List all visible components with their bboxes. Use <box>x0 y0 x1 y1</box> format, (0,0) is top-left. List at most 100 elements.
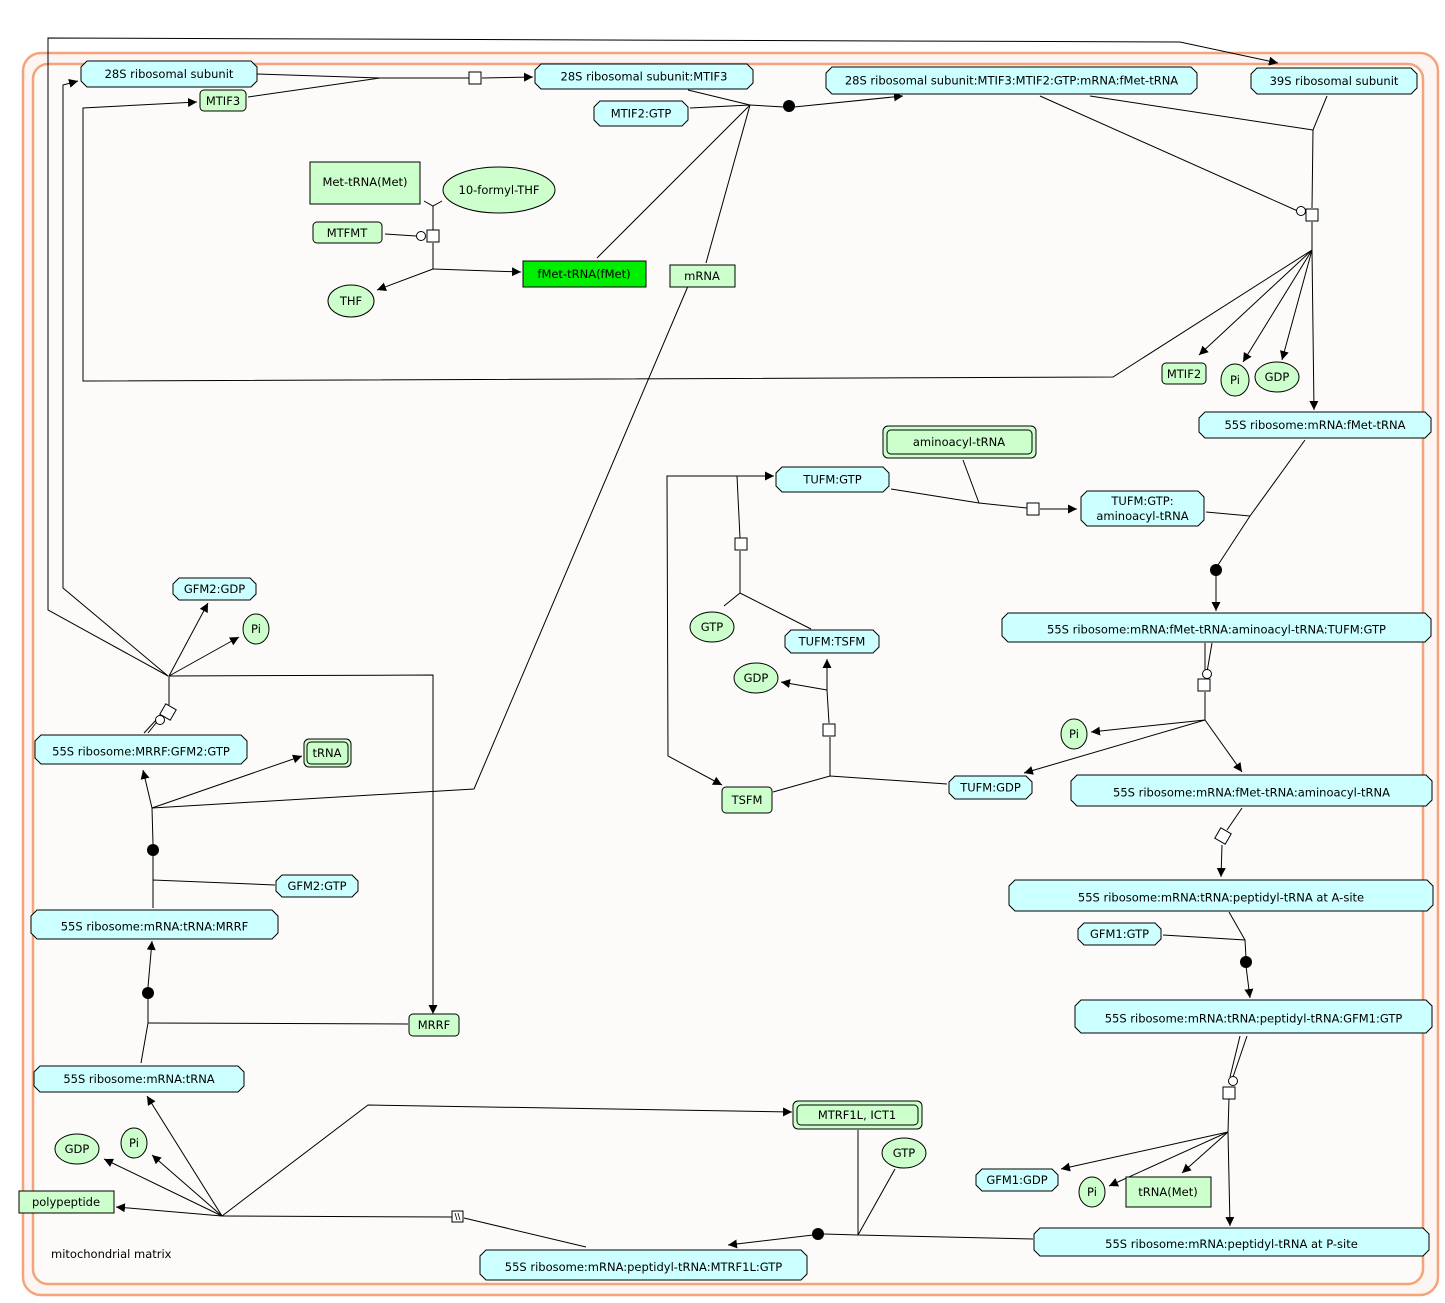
smallmol-gdp[interactable]: GDP <box>733 662 779 694</box>
edge <box>1205 511 1251 517</box>
edge <box>1228 911 1246 941</box>
complex-55s-gfm1-gtp[interactable]: 55S ribosome:mRNA:tRNA:peptidyl-tRNA:GFM… <box>1074 999 1433 1034</box>
rna-fmet-trna[interactable]: fMet-tRNA(fMet) <box>522 260 647 288</box>
edge <box>432 267 522 277</box>
edge <box>151 1154 223 1217</box>
complex-55s-trna-mrrf[interactable]: 55S ribosome:mRNA:tRNA:MRRF <box>30 909 279 940</box>
set-trna[interactable]: tRNA <box>303 738 352 768</box>
complex-55s-aa-tufm-gtp[interactable]: 55S ribosome:mRNA:fMet-tRNA:aminoacyl-tR… <box>1001 612 1432 643</box>
node-label: GFM2:GDP <box>184 582 245 596</box>
reaction-node[interactable] <box>426 229 440 243</box>
complex-55s-mrrf-gfm2-gtp[interactable]: 55S ribosome:MRRF:GFM2:GTP <box>34 734 248 765</box>
edge <box>780 679 828 691</box>
complex-tufm-gdp[interactable]: TUFM:GDP <box>948 775 1033 800</box>
node-label: 55S ribosome:mRNA:tRNA:MRRF <box>61 920 249 934</box>
protein-tsfm[interactable]: TSFM <box>721 786 773 814</box>
smallmol-pi[interactable]: Pi <box>242 613 270 645</box>
reaction-node[interactable] <box>1305 208 1319 222</box>
reaction-node[interactable] <box>734 537 748 551</box>
complex-tufm-gtp-aa-trna[interactable]: TUFM:GTP:aminoacyl-tRNA <box>1080 490 1205 527</box>
protein-mtif2[interactable]: MTIF2 <box>1161 362 1207 385</box>
rna-mrna[interactable]: mRNA <box>669 264 736 288</box>
entity-nodes: 28S ribosomal subunit 28S ribosomal subun… <box>18 60 1434 1281</box>
reaction-node[interactable] <box>1026 502 1040 516</box>
binding-node[interactable] <box>142 987 154 999</box>
omitted-process-node[interactable] <box>451 1210 464 1223</box>
complex-28s-subunit[interactable]: 28S ribosomal subunit <box>80 60 258 88</box>
edge <box>1089 95 1314 131</box>
binding-node[interactable] <box>1210 564 1222 576</box>
rna-trna-met[interactable]: tRNA(Met) <box>1125 1176 1212 1208</box>
reaction-node[interactable] <box>1197 678 1211 692</box>
complex-55s-mtrf1l-gtp[interactable]: 55S ribosome:mRNA:peptidyl-tRNA:MTRF1L:G… <box>479 1249 808 1281</box>
complex-55s-trna[interactable]: 55S ribosome:mRNA:tRNA <box>33 1065 245 1093</box>
node-label: 55S ribosome:mRNA:fMet-tRNA <box>1224 418 1405 432</box>
edge <box>823 1233 859 1236</box>
smallmol-pi[interactable]: Pi <box>1078 1176 1106 1208</box>
omitted-process-glyph <box>454 1212 461 1221</box>
complex-55s-p-site[interactable]: 55S ribosome:mRNA:peptidyl-tRNA at P-sit… <box>1033 1227 1430 1257</box>
mitochondrial-matrix-compartment[interactable] <box>31 62 1425 1286</box>
node-label: 39S ribosomal subunit <box>1270 74 1399 88</box>
complex-tufm-tsfm[interactable]: TUFM:TSFM <box>784 629 880 654</box>
protein-mrrf[interactable]: MRRF <box>408 1013 460 1037</box>
smallmol-10-formyl-thf[interactable]: 10-formyl-THF <box>442 166 556 214</box>
edge <box>687 89 751 106</box>
reaction-node[interactable] <box>159 703 177 721</box>
entity-polypeptide[interactable]: polypeptide <box>18 1190 115 1214</box>
complex-gfm2-gtp[interactable]: GFM2:GTP <box>275 874 359 898</box>
node-label: 55S ribosome:mRNA:tRNA:peptidyl-tRNA at … <box>1078 891 1364 905</box>
smallmol-pi[interactable]: Pi <box>1060 718 1088 750</box>
smallmol-gtp[interactable]: GTP <box>689 611 735 643</box>
smallmol-pi[interactable]: Pi <box>1220 363 1250 397</box>
set-mtrf1l[interactable]: MTRF1L, ICT1 <box>792 1100 923 1130</box>
complex-28s-mtif3[interactable]: 28S ribosomal subunit:MTIF3 <box>534 63 754 90</box>
protein-mtif3[interactable]: MTIF3 <box>199 89 247 112</box>
binding-node[interactable] <box>147 844 159 856</box>
node-label: tRNA(Met) <box>1138 1185 1197 1199</box>
edge <box>1309 249 1319 411</box>
complex-gfm2-gdp[interactable]: GFM2:GDP <box>172 577 257 601</box>
edge <box>247 77 381 98</box>
smallmol-thf[interactable]: THF <box>327 284 375 318</box>
reaction-node[interactable] <box>1214 827 1232 845</box>
edge <box>151 807 154 845</box>
complex-mtif2-gtp[interactable]: MTIF2:GTP <box>593 100 689 127</box>
node-label: MTFMT <box>327 226 368 240</box>
complex-gfm1-gtp[interactable]: GFM1:GTP <box>1077 922 1162 946</box>
node-label: TUFM:GTP <box>802 473 861 487</box>
complex-55s-fmet-trna[interactable]: 55S ribosome:mRNA:fMet-tRNA <box>1198 411 1432 439</box>
rna-met-trna[interactable]: Met-tRNA(Met) <box>309 161 421 205</box>
reaction-node[interactable] <box>1222 1086 1236 1100</box>
binding-node[interactable] <box>1240 956 1252 968</box>
complex-55s-a-site[interactable]: 55S ribosome:mRNA:tRNA:peptidyl-tRNA at … <box>1008 879 1434 912</box>
smallmol-gdp[interactable]: GDP <box>54 1133 100 1165</box>
smallmol-gtp[interactable]: GTP <box>881 1137 927 1169</box>
edge <box>1181 1131 1229 1174</box>
edge <box>666 475 737 786</box>
smallmol-pi[interactable]: Pi <box>120 1127 148 1159</box>
edge <box>705 104 751 264</box>
binding-node[interactable] <box>812 1228 824 1240</box>
set-aminoacyl-trna[interactable]: aminoacyl-tRNA <box>882 425 1037 459</box>
binding-node[interactable] <box>783 100 795 112</box>
reaction-node[interactable] <box>468 71 482 85</box>
complex-28s-initiation[interactable]: 28S ribosomal subunit:MTIF3:MTIF2:GTP:mR… <box>825 66 1198 95</box>
smallmol-gdp[interactable]: GDP <box>1254 361 1300 393</box>
catalyst-circle <box>416 231 426 241</box>
compartment-label: mitochondrial matrix <box>51 1247 172 1261</box>
node-label: 55S ribosome:mRNA:fMet-tRNA:aminoacyl-tR… <box>1047 623 1386 637</box>
reaction-node[interactable] <box>822 723 836 737</box>
node-label: MTIF3 <box>206 94 240 108</box>
complex-55s-aa-trna[interactable]: 55S ribosome:mRNA:fMet-tRNA:aminoacyl-tR… <box>1070 774 1433 807</box>
edge <box>115 1203 223 1217</box>
complex-tufm-gtp[interactable]: TUFM:GTP <box>775 466 890 493</box>
edge <box>793 92 904 108</box>
node-label: GDP <box>1265 370 1290 384</box>
edge <box>384 233 417 237</box>
edge <box>481 72 534 82</box>
complex-39s-subunit[interactable]: 39S ribosomal subunit <box>1250 67 1418 95</box>
edge <box>1226 807 1243 831</box>
protein-mtfmt[interactable]: MTFMT <box>312 221 383 244</box>
complex-gfm1-gdp[interactable]: GFM1:GDP <box>975 1168 1059 1192</box>
